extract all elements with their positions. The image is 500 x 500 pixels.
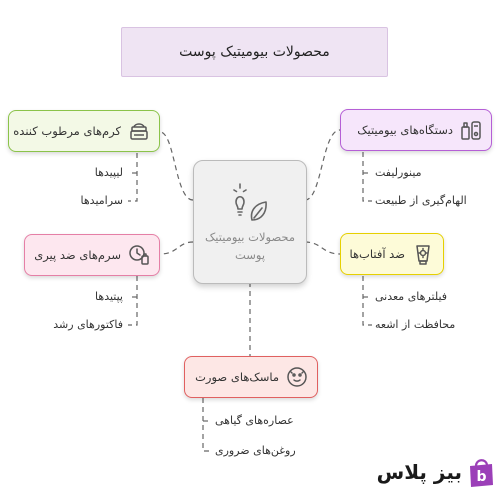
serum-bottle-icon bbox=[129, 245, 149, 265]
branch-devices bbox=[362, 152, 372, 202]
masks-item-herbal-extracts: عصاره‌های گیاهی bbox=[215, 414, 294, 427]
sunscreens-item-radiation-protection: محافظت از اشعه bbox=[375, 318, 456, 331]
face-mask-icon bbox=[287, 367, 307, 387]
node-sunscreens: ضد آفتاب‌ها bbox=[340, 233, 444, 275]
svg-text:b: b bbox=[476, 469, 486, 485]
connector-serums bbox=[159, 241, 194, 255]
diagram-title: محصولات بیومیتیک پوست bbox=[121, 27, 388, 77]
devices-item-minorlift: مینورلیفت bbox=[375, 166, 422, 179]
node-face-masks: ماسک‌های صورت bbox=[184, 356, 318, 398]
node-biomimetic-devices-label: دستگاه‌های بیومیتیک bbox=[357, 123, 453, 137]
lightbulb-leaf-icon bbox=[233, 183, 267, 221]
node-anti-aging-serums: سرم‌های ضد پیری bbox=[24, 234, 160, 276]
sunscreen-tube-icon bbox=[416, 245, 430, 265]
serums-item-peptides: پپتیدها bbox=[95, 290, 123, 303]
connector-sunscreens bbox=[304, 241, 341, 255]
cream-jar-icon bbox=[130, 123, 148, 140]
node-moisturizers-label: کرم‌های مرطوب کننده bbox=[13, 124, 121, 138]
node-moisturizers: کرم‌های مرطوب کننده bbox=[8, 110, 160, 152]
branch-serums bbox=[128, 276, 138, 326]
connector-moisturizers bbox=[159, 131, 194, 201]
devices-item-nature-inspired: الهام‌گیری از طبیعت bbox=[375, 194, 467, 207]
branch-masks bbox=[202, 398, 212, 452]
device-icon bbox=[461, 121, 481, 140]
node-sunscreens-label: ضد آفتاب‌ها bbox=[349, 247, 405, 261]
node-face-masks-label: ماسک‌های صورت bbox=[195, 370, 279, 384]
brand-name: بیز پلاس bbox=[376, 460, 462, 484]
connector-devices bbox=[304, 129, 341, 201]
serums-item-growth-factors: فاکتورهای رشد bbox=[53, 318, 123, 331]
moisturizers-item-ceramides: سرامیدها bbox=[80, 194, 123, 207]
moisturizers-item-lipids: لیپیدها bbox=[94, 166, 123, 179]
central-node: محصولات بیومیتیک پوست bbox=[193, 160, 307, 284]
diagram-title-text: محصولات بیومیتیک پوست bbox=[179, 44, 330, 60]
shopping-bag-icon: b bbox=[470, 459, 493, 487]
branch-sunscreens bbox=[362, 276, 372, 326]
branch-moisturizers bbox=[128, 153, 138, 202]
masks-item-essential-oils: روغن‌های ضروری bbox=[215, 444, 296, 457]
sunscreens-item-mineral-filters: فیلترهای معدنی bbox=[375, 290, 448, 303]
brand-logo: b بیز پلاس bbox=[366, 452, 496, 492]
node-biomimetic-devices: دستگاه‌های بیومیتیک bbox=[340, 109, 492, 151]
central-node-label: محصولات بیومیتیک پوست bbox=[204, 230, 295, 262]
node-anti-aging-serums-label: سرم‌های ضد پیری bbox=[34, 248, 121, 262]
